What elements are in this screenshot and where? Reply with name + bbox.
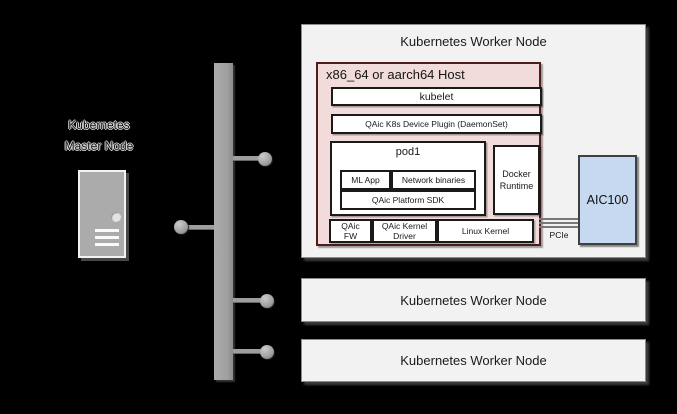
- master-node-label-line1: Kubernetes: [68, 118, 130, 132]
- connector-node-worker3: [260, 345, 274, 359]
- qaic-kernel-driver-label: QAic Kernel Driver: [381, 221, 428, 241]
- connector-node-master: [174, 220, 188, 234]
- kubelet-box: kubelet: [331, 87, 542, 106]
- vent-line-icon: [95, 236, 119, 239]
- docker-runtime-box: Docker Runtime: [493, 145, 540, 215]
- connector-line-worker1: [233, 156, 260, 161]
- device-plugin-box: QAic K8s Device Plugin (DaemonSet): [331, 114, 542, 134]
- host-box-title: x86_64 or aarch64 Host: [326, 67, 465, 82]
- worker-node-3-title: Kubernetes Worker Node: [400, 353, 547, 368]
- pcie-line: [539, 222, 579, 224]
- aic100-box: AIC100: [578, 155, 637, 245]
- connector-line-worker3: [233, 349, 262, 354]
- qaic-kernel-driver-box: QAic Kernel Driver: [372, 219, 437, 243]
- pcie-line: [539, 226, 579, 228]
- connector-node-worker1: [258, 152, 272, 166]
- network-binaries-box: Network binaries: [391, 170, 476, 190]
- kernel-row: QAic FW QAic Kernel Driver Linux Kernel: [329, 219, 534, 243]
- pod1-box: pod1 ML App Network binaries QAic Platfo…: [330, 141, 486, 216]
- vent-line-icon: [95, 229, 119, 232]
- master-node-label-line2: Master Node: [64, 139, 134, 153]
- power-button-icon: [111, 212, 121, 222]
- worker-node-2-title: Kubernetes Worker Node: [400, 292, 547, 308]
- linux-kernel-box: Linux Kernel: [437, 219, 534, 243]
- qaic-fw-box: QAic FW: [329, 219, 372, 243]
- pcie-line: [539, 218, 579, 220]
- connector-line-worker2: [233, 298, 262, 303]
- connector-line-master: [181, 225, 214, 230]
- pod1-contents: ML App Network binaries QAic Platform SD…: [340, 170, 476, 210]
- server-tower-icon: [78, 170, 126, 258]
- worker-node-3: Kubernetes Worker Node: [301, 339, 646, 382]
- worker-node-1: Kubernetes Worker Node x86_64 or aarch64…: [301, 24, 646, 258]
- pod1-title: pod1: [395, 146, 421, 158]
- platform-sdk-box: QAic Platform SDK: [340, 190, 476, 210]
- docker-runtime-label: Docker Runtime: [499, 169, 534, 191]
- network-bus-bar: [214, 63, 233, 380]
- worker-node-1-title: Kubernetes Worker Node: [400, 34, 547, 49]
- master-node-label: Kubernetes Master Node: [39, 115, 159, 157]
- pcie-label: PCIe: [549, 230, 569, 240]
- vent-line-icon: [95, 243, 119, 246]
- host-box: x86_64 or aarch64 Host kubelet QAic K8s …: [316, 62, 542, 246]
- connector-node-worker2: [260, 294, 274, 308]
- worker-node-2: Kubernetes Worker Node: [301, 278, 646, 322]
- qaic-fw-label: QAic FW: [341, 221, 360, 241]
- ml-app-box: ML App: [340, 170, 391, 190]
